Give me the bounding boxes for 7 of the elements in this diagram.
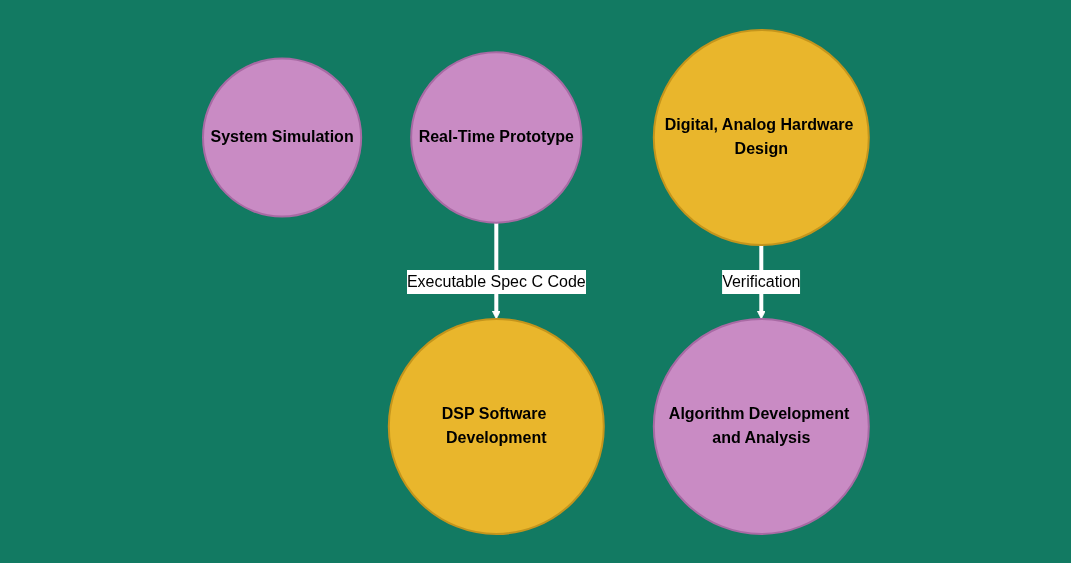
edge-label: Executable Spec C Code: [406, 272, 586, 290]
node-circle: System Simulation: [201, 56, 362, 218]
edge-label: Verification: [721, 272, 801, 290]
node-circle: Real-Time Prototype: [409, 50, 583, 224]
node-circle: Digital, Analog Hardware Design: [652, 28, 870, 246]
node-circle: Algorithm Development and Analysis: [652, 317, 870, 535]
node-circle: DSP Software Development: [387, 317, 605, 535]
